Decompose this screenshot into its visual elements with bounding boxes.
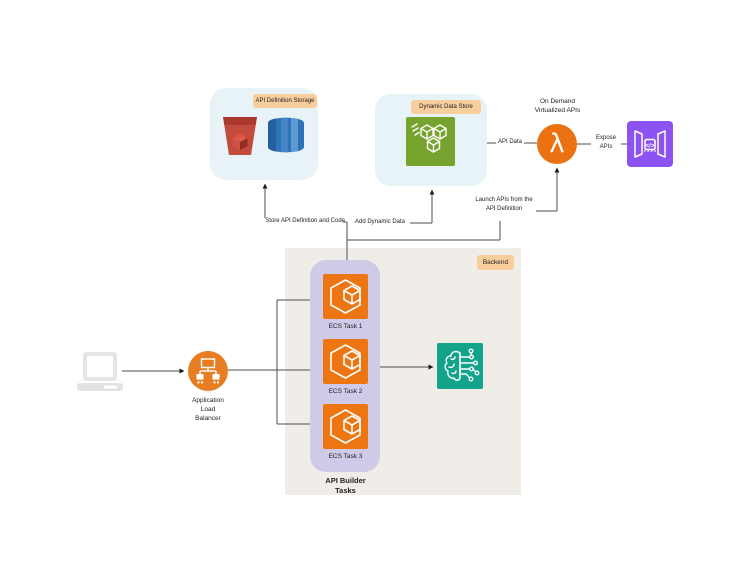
dynamic-data-store-label: Dynamic Data Store bbox=[419, 104, 473, 110]
lambda-title: On Demand Virtualized APIs bbox=[534, 98, 581, 114]
api-definition-storage-chip[interactable]: API Definition Storage bbox=[253, 94, 317, 108]
dynamic-data-store-chip[interactable]: Dynamic Data Store bbox=[411, 100, 481, 114]
ecs-task-2-icon[interactable] bbox=[323, 339, 368, 384]
api-definition-storage-label: API Definition Storage bbox=[255, 98, 315, 104]
ecs-task-1-icon[interactable] bbox=[323, 274, 368, 319]
ecs-task-1-label: ECS Task 1 bbox=[328, 323, 363, 330]
edge-label-store-api: Store API Definition and Code bbox=[265, 218, 345, 224]
api-gateway-icon[interactable]: </> bbox=[627, 121, 673, 167]
alb-label: Application Load Balancer bbox=[192, 397, 224, 422]
svg-text:</>: </> bbox=[646, 143, 655, 149]
api-builder-tasks-label: API Builder Tasks bbox=[325, 476, 366, 495]
backend-chip[interactable]: Backend bbox=[477, 255, 514, 270]
ecs-task-3-icon[interactable] bbox=[323, 404, 368, 449]
ecs-task-3-label: ECS Task 3 bbox=[328, 453, 363, 460]
cache-cubes-icon[interactable] bbox=[406, 117, 455, 166]
edge-label-add-dynamic: Add Dynamic Data bbox=[355, 219, 406, 225]
machine-learning-brain-icon[interactable] bbox=[437, 343, 483, 389]
backend-label: Backend bbox=[482, 259, 509, 266]
edge-label-expose-apis: Expose APIs bbox=[591, 134, 621, 151]
database-icon[interactable] bbox=[264, 114, 308, 156]
edge-label-launch-apis: Launch APIs from the API Definition bbox=[475, 197, 533, 212]
laptop-icon[interactable] bbox=[77, 351, 123, 393]
edge-label-api-data: API Data bbox=[496, 138, 525, 147]
ecs-task-2-label: ECS Task 2 bbox=[328, 388, 363, 395]
s3-bucket-icon[interactable] bbox=[221, 113, 259, 157]
lambda-glyph: λ bbox=[549, 129, 565, 159]
lambda-icon[interactable]: λ bbox=[537, 124, 577, 164]
load-balancer-icon[interactable] bbox=[188, 351, 228, 391]
